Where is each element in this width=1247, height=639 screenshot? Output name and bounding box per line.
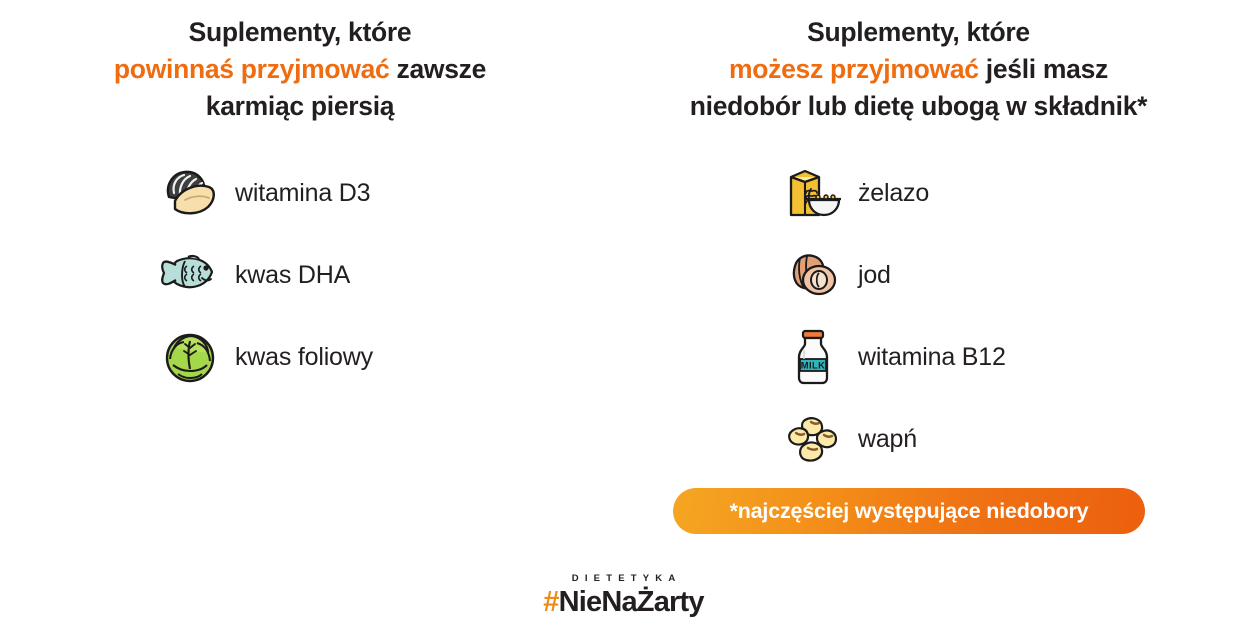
list-item-label: witamina B12 <box>858 342 1006 371</box>
left-supplement-list: witamina D3 kwas DH <box>0 152 755 398</box>
cereal-box-icon <box>778 162 848 224</box>
heading-highlight: możesz przyjmować <box>729 54 979 84</box>
list-item-label: żelazo <box>858 178 930 207</box>
heading-line-2-rest: zawsze <box>389 54 487 84</box>
list-item: kwas foliowy <box>155 316 755 398</box>
list-item: jod <box>778 234 1247 316</box>
fish-icon <box>155 244 225 306</box>
list-item: MILK witamina B12 <box>778 316 1247 398</box>
left-column-heading: Suplementy, które powinnaś przyjmować za… <box>0 0 600 125</box>
footnote-badge: *najczęściej występujące niedobory <box>673 488 1145 534</box>
list-item: witamina D3 <box>155 152 755 234</box>
heading-highlight: powinnaś przyjmować <box>113 54 390 84</box>
list-item: żelazo <box>778 152 1247 234</box>
hash-icon: # <box>543 586 559 618</box>
list-item-label: wapń <box>858 424 917 453</box>
list-item-label: witamina D3 <box>235 178 371 207</box>
heading-line-1: Suplementy, które <box>188 17 412 47</box>
list-item-label: kwas DHA <box>235 260 351 289</box>
heading-line-3: niedobór lub dietę ubogą w składnik* <box>689 91 1148 121</box>
right-column: Suplementy, które możesz przyjmować jeśl… <box>600 0 1247 462</box>
right-column-heading: Suplementy, które możesz przyjmować jeśl… <box>600 0 1247 125</box>
cashew-nuts-icon <box>778 408 848 470</box>
brand-logo-name: #NieNaŻarty <box>0 585 1247 619</box>
brand-logo-text: NieNaŻarty <box>558 586 705 618</box>
list-item-label: jod <box>858 260 891 289</box>
heading-line-3: karmiąc piersią <box>205 91 395 121</box>
heading-line-2: możesz przyjmować jeśli masz <box>604 51 1233 88</box>
svg-text:MILK: MILK <box>801 360 826 371</box>
mussel-icon <box>155 162 225 224</box>
cabbage-icon <box>155 326 225 388</box>
left-column: Suplementy, które powinnaś przyjmować za… <box>0 0 600 383</box>
list-item: kwas DHA <box>155 234 755 316</box>
brand-logo-tagline: DIETETYKA <box>571 573 682 584</box>
heading-line-2: powinnaś przyjmować zawsze <box>10 51 590 88</box>
hazelnut-icon <box>778 244 848 306</box>
heading-line-1: Suplementy, które <box>807 17 1030 47</box>
list-item-label: kwas foliowy <box>235 342 373 371</box>
heading-line-2-rest: jeśli masz <box>978 54 1109 84</box>
milk-bottle-icon: MILK <box>778 326 848 388</box>
list-item: wapń <box>778 398 1247 480</box>
brand-logo: DIETETYKA #NieNaŻarty <box>0 572 1247 619</box>
right-supplement-list: żelazo jod MILK <box>600 152 1247 480</box>
